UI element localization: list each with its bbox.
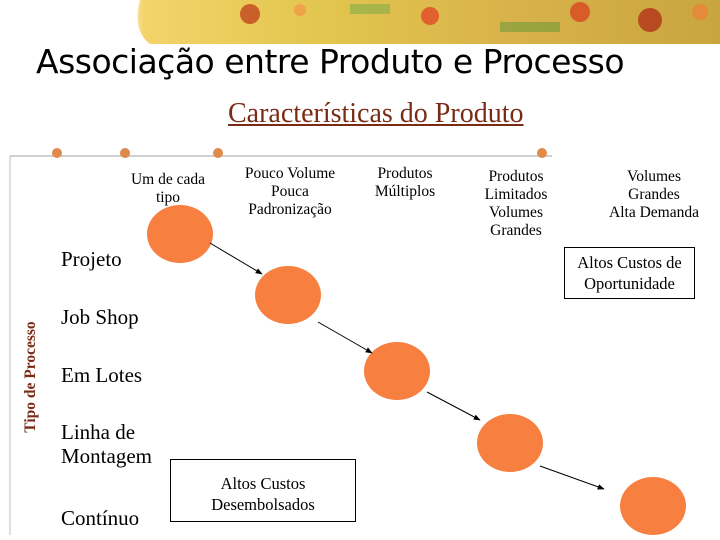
bullet-dot	[537, 148, 547, 158]
diagonal-ellipse	[147, 205, 213, 263]
diagonal-ellipse	[620, 477, 686, 535]
row-label-linha-de-montagem: Linha de Montagem	[61, 420, 152, 468]
header-banner	[0, 0, 720, 44]
arrow	[209, 242, 263, 275]
bullet-dot	[213, 148, 223, 158]
high-opportunity-cost-box: Altos Custos de Oportunidade	[564, 247, 695, 299]
arrow	[426, 391, 481, 421]
process-type-axis-label: Tipo de Processo	[22, 321, 39, 433]
subtitle: Características do Produto	[228, 98, 524, 129]
bullet-dot	[120, 148, 130, 158]
diagonal-ellipse	[364, 342, 430, 400]
column-header-produtos-limitados: Produtos Limitados Volumes Grandes	[484, 168, 548, 239]
page-title: Associação entre Produto e Processo	[36, 42, 625, 81]
column-header-um-de-cada-tipo: Um de cada tipo	[130, 171, 206, 206]
arrow	[317, 321, 373, 354]
row-label-job-shop: Job Shop	[61, 305, 139, 329]
bullet-dot	[52, 148, 62, 158]
arrow	[539, 465, 605, 490]
row-label-em-lotes: Em Lotes	[61, 363, 143, 387]
row-label-projeto: Projeto	[61, 247, 122, 271]
column-header-volumes-grandes: Volumes Grandes Alta Demanda	[609, 168, 699, 221]
column-header-pouco-volume: Pouco Volume Pouca Padronização	[244, 165, 336, 218]
diagonal-ellipse	[255, 266, 321, 324]
diagonal-ellipse	[477, 414, 543, 472]
high-outlay-cost-box: Altos Custos Desembolsados	[170, 459, 356, 522]
row-label-continuo: Contínuo	[61, 506, 140, 530]
column-header-produtos-multiplos: Produtos Múltiplos	[374, 165, 436, 200]
